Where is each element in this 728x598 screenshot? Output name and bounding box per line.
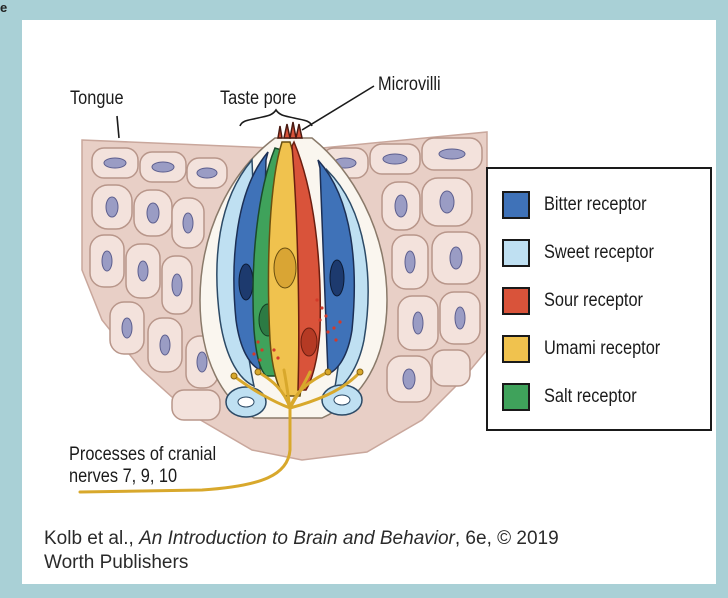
legend-label-sweet: Sweet receptor xyxy=(544,242,654,263)
corner-mark: e xyxy=(0,0,8,15)
figure-panel: Tongue Taste pore Microvilli Processes o… xyxy=(22,20,716,584)
taste-bud-diagram xyxy=(78,85,488,494)
legend-label-sour: Sour receptor xyxy=(544,290,644,311)
legend-label-salt: Salt receptor xyxy=(544,386,637,407)
legend-swatch-sweet xyxy=(502,239,530,267)
legend-item-sweet: Sweet receptor xyxy=(502,239,712,269)
figure-caption: Kolb et al., An Introduction to Brain an… xyxy=(44,527,704,575)
legend-swatch-sour xyxy=(502,287,530,315)
legend-item-salt: Salt receptor xyxy=(502,383,712,413)
legend-label-bitter: Bitter receptor xyxy=(544,194,647,215)
caption-publisher: Worth Publishers xyxy=(44,552,189,573)
taste-pore-label: Taste pore xyxy=(220,88,297,109)
caption-book-title: An Introduction to Brain and Behavior xyxy=(139,528,455,549)
leader-lines xyxy=(116,85,375,139)
tongue-label: Tongue xyxy=(70,88,124,109)
legend-swatch-bitter xyxy=(502,191,530,219)
legend-swatch-umami xyxy=(502,335,530,363)
taste-bud xyxy=(78,121,388,494)
microvilli-label: Microvilli xyxy=(378,74,441,95)
legend-item-umami: Umami receptor xyxy=(502,335,712,365)
nerves-label-line-1: Processes of cranial xyxy=(69,444,217,465)
nerves-label: Processes of cranial nerves 7, 9, 10 xyxy=(69,444,216,488)
legend-label-umami: Umami receptor xyxy=(544,338,661,359)
legend-swatch-salt xyxy=(502,383,530,411)
caption-details: , 6e, © 2019 xyxy=(454,528,559,549)
legend-item-bitter: Bitter receptor xyxy=(502,191,712,221)
receptor-legend: Bitter receptor Sweet receptor Sour rece… xyxy=(486,167,712,431)
caption-authors: Kolb et al., xyxy=(44,528,140,549)
legend-item-sour: Sour receptor xyxy=(502,287,712,317)
nerves-label-line-2: nerves 7, 9, 10 xyxy=(69,466,178,487)
